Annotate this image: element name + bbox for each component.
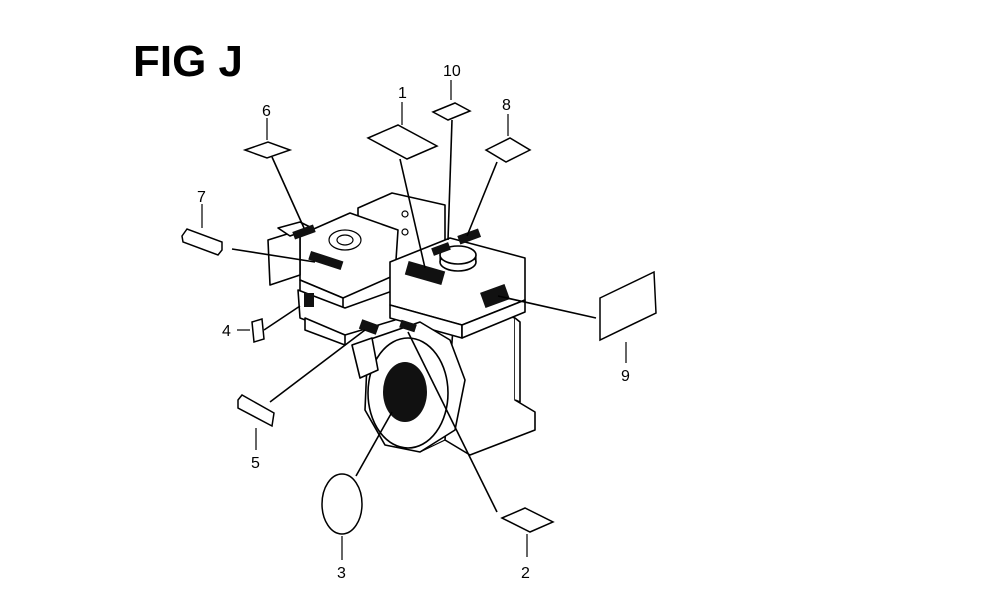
callout-7: 7: [197, 189, 206, 206]
label-8-shape: [484, 137, 532, 163]
label-shapes: [181, 102, 657, 535]
decal-1-mark: [404, 261, 446, 285]
decal-4-mark: [304, 293, 314, 307]
decal-5-mark: [358, 319, 380, 335]
callout-5: 5: [251, 455, 260, 472]
decal-9-mark: [480, 284, 510, 308]
label-9-shape: [599, 270, 657, 342]
label-4-shape: [251, 318, 265, 343]
decal-6-mark: [292, 224, 316, 240]
decal-8-mark: [457, 228, 482, 245]
decal-7-mark: [308, 250, 344, 271]
callout-1: 1: [398, 85, 407, 102]
callout-6: 6: [262, 103, 271, 120]
callout-8: 8: [502, 97, 511, 114]
callout-numbers: 1 2 3 4 5 6 7 8 9 10: [197, 63, 630, 582]
callout-4: 4: [222, 323, 231, 340]
label-3-shape: [321, 473, 363, 535]
starter-grip-decal: [383, 362, 427, 422]
label-10-shape: [431, 102, 472, 121]
engine-illustration: [267, 192, 536, 456]
label-6-shape: [242, 141, 293, 159]
figure-title: FIG J: [133, 37, 244, 86]
label-2-shape: [500, 507, 555, 533]
label-7-shape: [181, 228, 223, 256]
callout-2: 2: [521, 565, 530, 582]
decal-10-mark: [431, 242, 451, 256]
callout-3: 3: [337, 565, 346, 582]
callout-9: 9: [621, 368, 630, 385]
label-1-shape: [366, 124, 439, 160]
leader-lines: [201, 80, 627, 560]
label-5-shape: [237, 394, 275, 428]
callout-10: 10: [443, 63, 461, 80]
decal-2-mark: [399, 319, 417, 333]
